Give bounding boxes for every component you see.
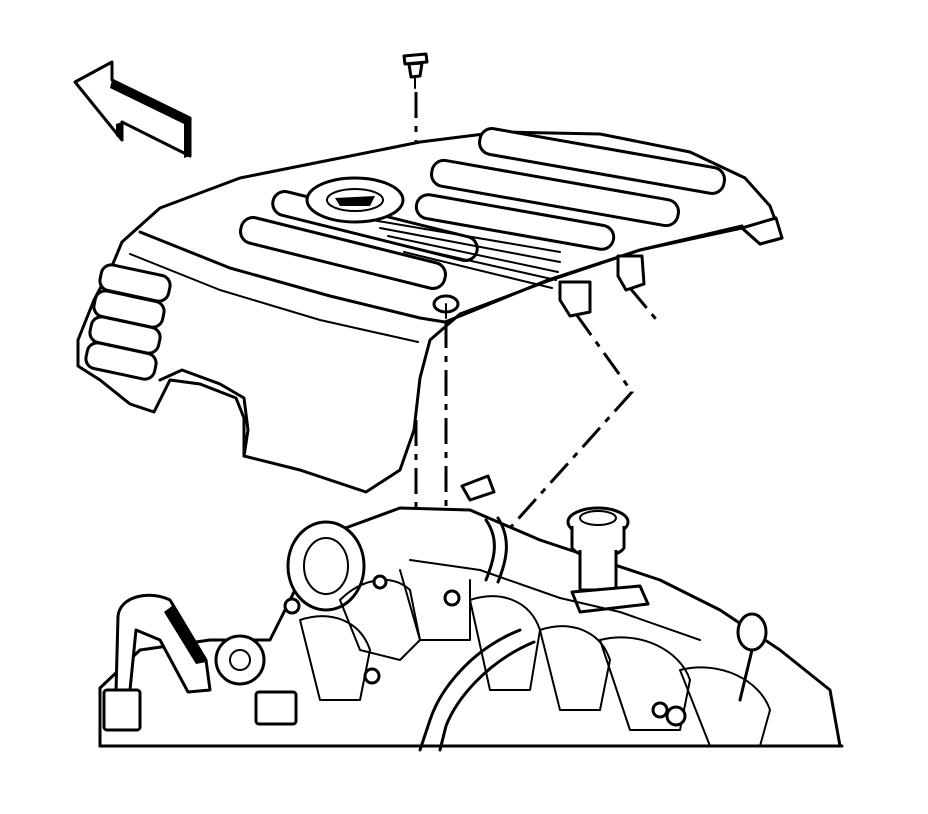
- cover-center-grille: [371, 219, 561, 289]
- right-clip-alignment-line: [507, 313, 634, 588]
- engine-cover: [76, 127, 784, 494]
- fastener-icon: [402, 52, 429, 89]
- rear-clip-alignment-line: [628, 287, 662, 325]
- reservoir-cap-icon: [566, 506, 630, 592]
- direction-arrow-icon: [73, 60, 192, 158]
- engine-assembly: [98, 474, 844, 752]
